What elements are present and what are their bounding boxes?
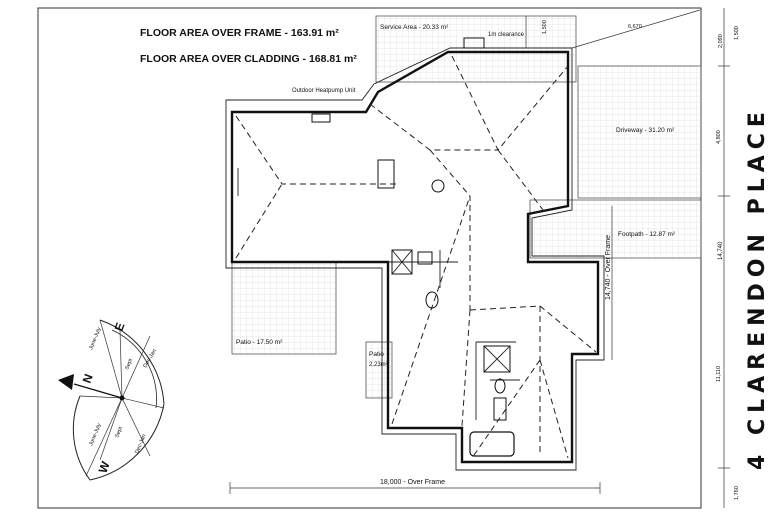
main-patio-label: Patio - 17.50 m² xyxy=(236,339,283,346)
seg-bottom: 1,760 xyxy=(734,486,740,500)
month-label-6: Dec-Jan xyxy=(134,434,147,455)
floor-area-over-frame: FLOOR AREA OVER FRAME - 163.91 m² xyxy=(140,27,339,39)
top-dim-1: 1,500 xyxy=(542,20,548,34)
driveway-pad xyxy=(577,65,702,199)
right-total-dimension: 14,740 xyxy=(718,241,724,260)
interior-walls xyxy=(388,250,520,420)
small-patio-label: Patio xyxy=(369,351,384,358)
cladding-outline xyxy=(225,47,605,471)
sun-arc-inner xyxy=(111,329,157,409)
hws-cylinder xyxy=(463,37,485,49)
shower xyxy=(483,345,511,373)
seg-mid: 4,800 xyxy=(716,130,722,144)
compass-center xyxy=(119,395,125,401)
laundry-tub xyxy=(391,249,413,275)
exterior-walls xyxy=(230,50,600,464)
month-label-4: June-July xyxy=(88,422,102,446)
bath xyxy=(469,431,515,457)
fixtures xyxy=(237,37,515,457)
service-area-pad xyxy=(375,15,577,83)
stove xyxy=(377,159,395,189)
bottom-width-dimension: 18,000 - Over Frame xyxy=(380,479,445,486)
seg-top-1: 1,500 xyxy=(734,26,740,40)
dimension-lines xyxy=(229,8,730,508)
heatpump-unit xyxy=(311,113,331,123)
month-label-2: Sept xyxy=(124,358,134,371)
sun-arc xyxy=(99,319,165,405)
street-name: 4 CLARENDON PLACE xyxy=(745,106,768,470)
floor-area-over-cladding: FLOOR AREA OVER CLADDING - 168.81 m² xyxy=(140,53,357,65)
toilet-2 xyxy=(494,378,506,394)
top-dim-2: 6,670 xyxy=(628,24,642,30)
driveway-label: Driveway - 31.20 m² xyxy=(616,127,675,134)
compass-north: N xyxy=(80,372,96,385)
seg-low: 11,110 xyxy=(716,366,722,382)
north-arrow-icon xyxy=(58,374,74,390)
sun-arc-lower xyxy=(89,403,165,481)
compass-rose xyxy=(58,319,165,481)
seg-top-2: 2,090 xyxy=(718,34,724,48)
ensuite-vanity xyxy=(493,397,507,421)
sun-arc-west xyxy=(72,395,91,481)
footpath-pad xyxy=(529,199,702,259)
vertical-depth-dimension: 14,740 - Over Frame xyxy=(605,235,612,300)
month-label-1: June-July xyxy=(88,326,102,350)
north-pointer-line xyxy=(73,383,123,399)
footpath-label: Footpath - 12.87 m² xyxy=(618,231,676,238)
small-patio-area: 2.23m² xyxy=(369,362,388,368)
outdoor-areas xyxy=(231,15,702,399)
clearance-label: 1m clearance xyxy=(488,32,525,38)
toilet-1 xyxy=(425,291,439,309)
month-label-5: Sept xyxy=(114,426,124,439)
vanity xyxy=(417,251,433,265)
main-patio-pad xyxy=(231,261,337,355)
basin xyxy=(431,179,445,193)
heatpump-label: Outdoor Heatpump Unit xyxy=(292,88,356,94)
roof-lines xyxy=(235,55,597,459)
service-area-label: Service Area - 20.33 m² xyxy=(380,24,449,31)
compass-west: W xyxy=(96,459,113,475)
